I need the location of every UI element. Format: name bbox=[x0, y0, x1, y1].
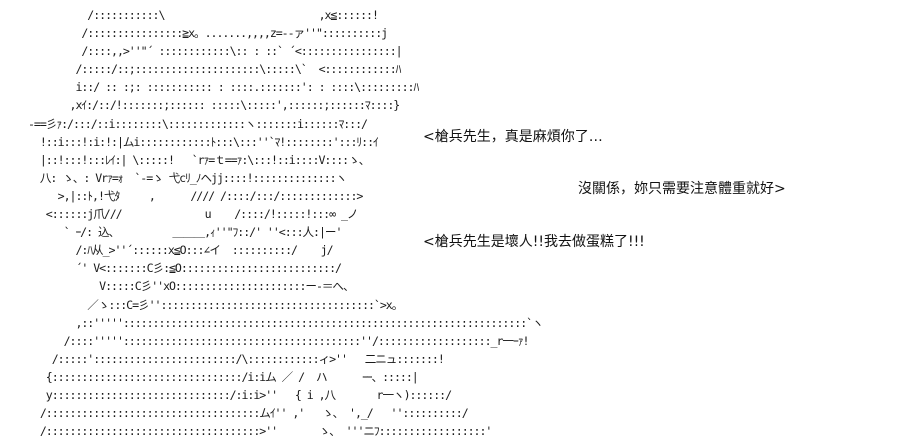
ascii-art-figure: /:::::::::::\ ,x≦::::::! /::::::::::::::… bbox=[28, 6, 544, 440]
dialogue-line-3: <槍兵先生是壞人!!我去做蛋糕了!!! bbox=[423, 234, 645, 250]
dialogue-line-2: 沒關係，妳只需要注意體重就好> bbox=[578, 181, 786, 197]
art-line: 八: ゝ、: Vrｧ=ｫ `-=ゝ 弋cﾘ_ﾉヘjj::::!:::::::::… bbox=[28, 170, 347, 185]
art-line: |::!:::!:::ﾚｲ:| \:::::! `rｧ=ｔ==ｧ:\:::!::… bbox=[28, 152, 370, 167]
art-line: >,|::ﾄ,!弋ﾀ , //// /::::/:::/::::::::::::… bbox=[28, 188, 364, 203]
art-line: /::::'''''::::::::::::::::::::::::::::::… bbox=[28, 333, 530, 348]
art-line: <::::::j爪/// u /::::/!:::::!:::∞ _ノ bbox=[28, 207, 359, 222]
dialogue-line-1: <槍兵先生，真是麻煩你了… bbox=[423, 129, 603, 145]
art-line: /:::::/::;:::::::::::::::::::::\:::::\` … bbox=[28, 62, 401, 77]
art-line: -==彡ｧ:/:::/::i::::::::\:::::::::::::ヽ:::… bbox=[28, 116, 368, 131]
art-line: /::::,,>''"´ ::::::::::::\:: : ::` ´<:::… bbox=[28, 44, 402, 59]
art-line: !::i:::!:i:!:|ムi::::::::::::ﾄ:::\:::''`ﾏ… bbox=[28, 134, 379, 149]
art-line: /:ﾊ从_>''´::::::x≦O:::∠イ ::::::::::/ j/ bbox=[28, 243, 333, 258]
art-line: /::::::::::::::::::::::::::::::::::::>''… bbox=[28, 424, 493, 439]
art-line: /:::::'::::::::::::::::::::::::/\:::::::… bbox=[28, 351, 445, 366]
art-line: V:::::C彡''xO::::::::::::::::::::::ー-＝へ、 bbox=[28, 279, 354, 294]
art-line: ` ｰ/: 込、 ＿＿＿,ｨ''"ﾌ::/' ''<:::人:|ー' bbox=[28, 225, 343, 240]
art-line: ,xｲ:/::/!:::::::;:::::: :::::\:::::',:::… bbox=[28, 98, 401, 113]
art-line: {::::::::::::::::::::::::::::::::/i:iム ／… bbox=[28, 369, 419, 384]
art-line: ,::'''''::::::::::::::::::::::::::::::::… bbox=[28, 315, 543, 330]
art-line: /::::::::::::::::≧x。.......,,,,z=--ァ''":… bbox=[28, 26, 388, 41]
art-line: i::/ :: :;: ::::::::::: : ::::.:::::::':… bbox=[28, 80, 419, 95]
art-line: /:::::::::::\ ,x≦::::::! bbox=[28, 8, 379, 22]
art-line: у::::::::::::::::::::::::::::::/:i:i>'' … bbox=[28, 387, 452, 402]
art-line: ／ゝ:::C=彡''::::::::::::::::::::::::::::::… bbox=[28, 297, 403, 312]
art-line: ´' V<:::::::C彡:≦O:::::::::::::::::::::::… bbox=[28, 261, 342, 276]
art-line: /::::::::::::::::::::::::::::::::::::ムｲ'… bbox=[28, 406, 469, 421]
